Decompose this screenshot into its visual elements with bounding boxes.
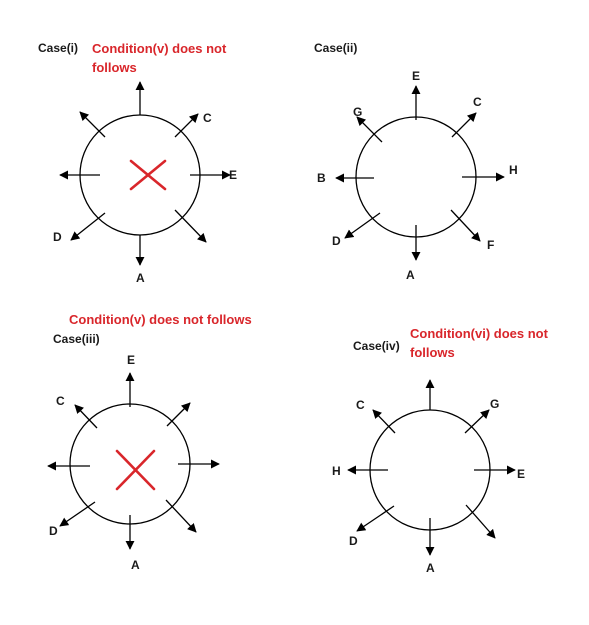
case-iv-diagram: Case(iv) Condition(vi) does not follows … [332, 326, 549, 575]
case-iv-label-C: C [356, 398, 365, 412]
case-iv-condition-line2: follows [410, 345, 455, 360]
case-iii-arrow-northwest [74, 404, 98, 429]
case-iii-arrow-southwest [59, 501, 96, 527]
case-iv-title: Case(iv) [353, 339, 400, 353]
case-iv-condition-line1: Condition(vi) does not [410, 326, 549, 341]
case-i-condition-line1: Condition(v) does not [92, 41, 227, 56]
case-iv-label-E: E [517, 467, 525, 481]
case-i-diagram: Case(i) Condition(v) does not follows C … [38, 41, 237, 285]
case-i-condition-line2: follows [92, 60, 137, 75]
case-i-arrow-southwest [70, 212, 106, 241]
case-iii-label-A: A [131, 558, 140, 572]
case-iii-arrow-southeast [165, 499, 197, 533]
case-iv-label-D: D [349, 534, 358, 548]
case-i-arrow-northwest [79, 111, 106, 138]
case-iv-arrow-northeast [464, 409, 490, 434]
case-iii-diagram: Condition(v) does not follows Case(iii) … [47, 312, 252, 572]
case-iii-title: Case(iii) [53, 332, 100, 346]
case-ii-label-G: G [353, 105, 362, 119]
case-iv-label-A: A [426, 561, 435, 575]
case-ii-diagram: Case(ii) E G C B H D F A [314, 41, 518, 282]
case-ii-label-B: B [317, 171, 326, 185]
case-i-label-E: E [229, 168, 237, 182]
case-ii-label-H: H [509, 163, 518, 177]
case-iv-label-H: H [332, 464, 341, 478]
case-ii-label-F: F [487, 238, 494, 252]
case-ii-label-C: C [473, 95, 482, 109]
case-iii-condition: Condition(v) does not follows [69, 312, 252, 327]
case-i-title: Case(i) [38, 41, 78, 55]
case-ii-label-D: D [332, 234, 341, 248]
case-iv-label-G: G [490, 397, 499, 411]
case-iii-label-E: E [127, 353, 135, 367]
case-i-label-D: D [53, 230, 62, 244]
case-ii-arrow-northeast [451, 112, 477, 138]
case-i-label-C: C [203, 111, 212, 125]
case-iv-arrow-northwest [372, 409, 396, 434]
case-ii-label-E: E [412, 69, 420, 83]
case-iii-arrow-northeast [166, 402, 191, 427]
case-iii-label-D: D [49, 524, 58, 538]
case-ii-circle [355, 116, 477, 238]
case-ii-title: Case(ii) [314, 41, 357, 55]
case-ii-label-A: A [406, 268, 415, 282]
case-i-arrow-northeast [174, 113, 199, 138]
case-ii-arrow-southeast [450, 209, 481, 242]
case-i-label-A: A [136, 271, 145, 285]
case-ii-arrow-southwest [344, 212, 381, 239]
case-iv-arrow-southwest [356, 505, 395, 532]
case-iii-label-C: C [56, 394, 65, 408]
case-i-arrow-southeast [174, 209, 207, 243]
case-iv-arrow-southeast [465, 504, 496, 539]
case-ii-arrow-northwest [356, 116, 383, 143]
